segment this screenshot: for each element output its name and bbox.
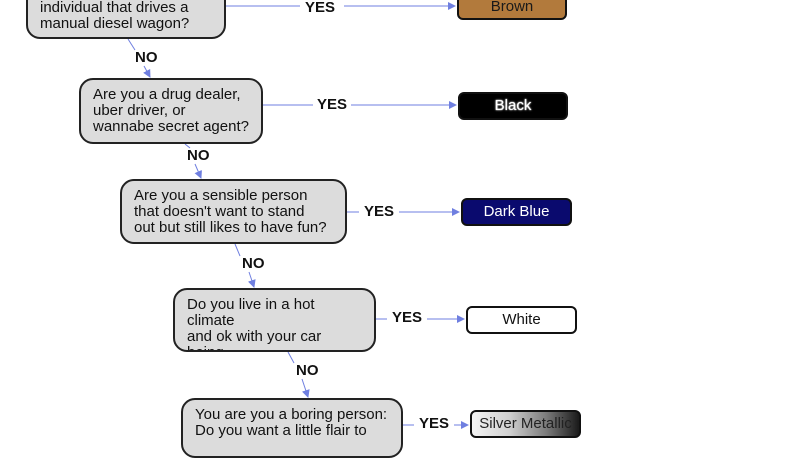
no-connector-line	[194, 163, 202, 179]
answer-silver-metallic: Silver Metallic	[470, 410, 581, 438]
yes-label-5: YES	[419, 415, 450, 432]
question-node-1: individual that drives a manual diesel w…	[26, 0, 226, 39]
no-connector-line	[247, 271, 256, 288]
color-flowchart: individual that drives a manual diesel w…	[26, 0, 581, 458]
question-node-5: You are you a boring person: Do you want…	[181, 398, 403, 458]
no-label-2: NO	[187, 147, 210, 164]
yes-label-2: YES	[317, 96, 348, 113]
no-label-4: NO	[296, 362, 319, 379]
no-connector-line	[127, 38, 136, 51]
answer-white: White	[466, 306, 577, 334]
question-node-2: Are you a drug dealer, uber driver, or w…	[79, 78, 263, 144]
question-node-3: Are you a sensible person that doesn't w…	[120, 179, 347, 244]
yes-label-4: YES	[392, 309, 423, 326]
answer-brown: Brown	[457, 0, 567, 20]
yes-label-1: YES	[305, 0, 336, 16]
no-connector-line	[234, 243, 241, 257]
connector-lines	[127, 2, 469, 429]
no-connector-line	[301, 378, 310, 398]
no-connector-line	[184, 143, 191, 149]
no-label-3: NO	[242, 255, 265, 272]
answer-dark-blue: Dark Blue	[461, 198, 572, 226]
yes-label-3: YES	[364, 203, 395, 220]
no-connector-line	[143, 65, 151, 78]
question-node-4: Do you live in a hot climate and ok with…	[173, 288, 376, 352]
no-label-1: NO	[135, 49, 158, 66]
answer-black: Black	[458, 92, 568, 120]
no-connector-line	[287, 351, 295, 364]
